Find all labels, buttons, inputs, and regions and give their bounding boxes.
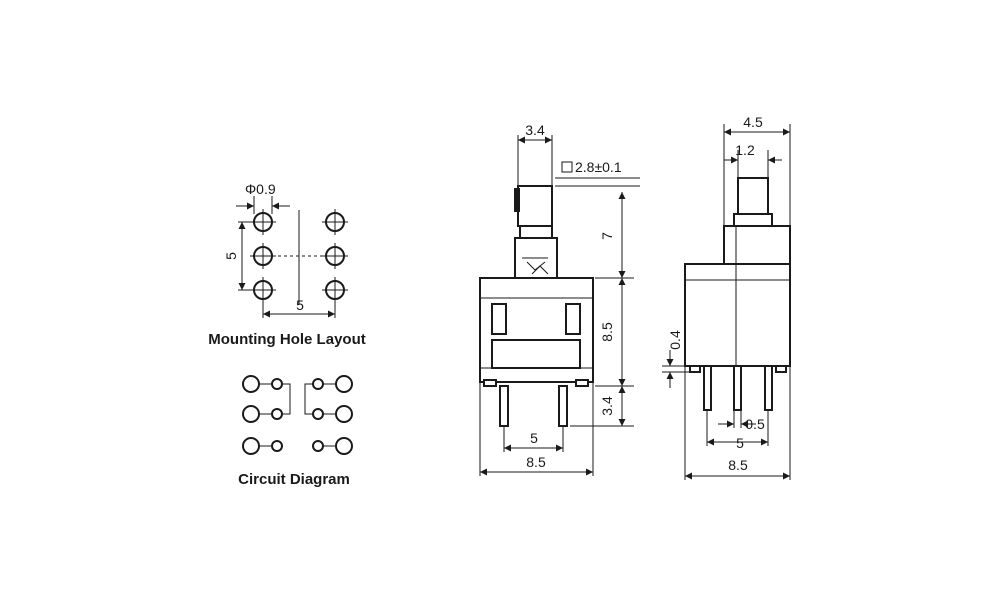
front-plunger-mark	[514, 188, 520, 212]
dim-front-pin-length: 3.4	[599, 396, 615, 416]
dim-col-pitch: 5	[296, 297, 304, 313]
dim-hole-diameter: Φ0.9	[245, 181, 276, 197]
dim-front-plunger-width: 3.4	[525, 122, 545, 138]
side-plunger	[737, 177, 769, 215]
hole-right-mid	[322, 243, 348, 269]
side-pin-mid	[733, 365, 742, 411]
dim-row-pitch: 5	[223, 252, 239, 260]
dim-front-plunger-square: 2.8±0.1	[575, 159, 622, 175]
dim-side-pin-width: 0.5	[745, 416, 765, 432]
dim-side-plunger-width: 1.2	[735, 142, 755, 158]
dim-front-body-width: 8.5	[526, 454, 546, 470]
dim-side-body-width: 8.5	[728, 457, 748, 473]
front-pin-right	[558, 385, 568, 427]
contact-link-right	[304, 383, 313, 415]
side-body	[684, 263, 791, 367]
circuit-diagram: Circuit Diagram	[238, 375, 353, 488]
dim-front-pin-spacing: 5	[530, 430, 538, 446]
front-plunger	[517, 185, 553, 227]
dim-side-pin-spacing: 5	[736, 435, 744, 451]
square-symbol-icon	[561, 161, 573, 173]
dim-side-top-width: 4.5	[743, 114, 763, 130]
dim-side-standoff: 0.4	[667, 330, 683, 350]
dim-front-plunger-height: 7	[599, 232, 615, 240]
side-pin-right	[764, 365, 773, 411]
circuit-caption: Circuit Diagram	[238, 471, 350, 488]
hole-right-bottom	[322, 277, 348, 303]
mounting-hole-layout: Φ0.9 5 5 Mounting Hole Layout	[208, 181, 365, 348]
dim-front-body-height: 8.5	[599, 322, 615, 342]
side-pin-left	[703, 365, 712, 411]
side-view: 4.5 1.2 0.4 0.5 5 8.5	[662, 114, 791, 480]
contact-link-left	[282, 383, 291, 415]
hole-right-top	[322, 209, 348, 235]
mounting-holes	[250, 209, 348, 303]
front-pin-left	[499, 385, 509, 427]
mounting-caption: Mounting Hole Layout	[208, 331, 365, 348]
front-view: 3.4 2.8±0.1 7 8.5 3.4 5 8.5	[479, 122, 640, 476]
